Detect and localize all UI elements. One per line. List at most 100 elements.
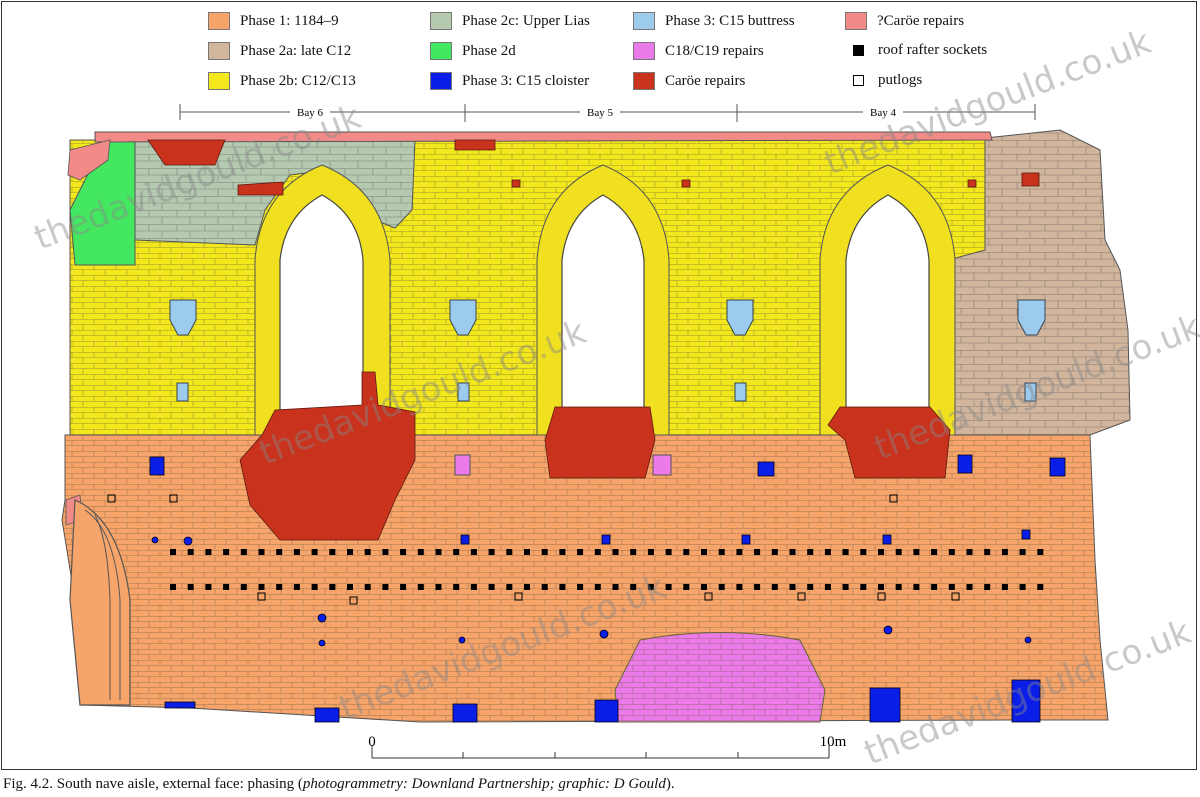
c18-c19-patch: [454, 454, 471, 476]
caroe-repairs: [147, 139, 1040, 541]
window-bay-4: [819, 164, 956, 436]
legend-item: roof rafter sockets: [848, 42, 987, 59]
cloister-block: [869, 687, 901, 723]
buttress-corbel-small: [176, 382, 189, 402]
legend-swatch: [853, 75, 864, 86]
putlog: [107, 494, 116, 503]
rafter-socket: [913, 549, 920, 555]
doorway-arch-mouldings: [84, 509, 121, 700]
cloister-block: [314, 707, 340, 723]
rafter-socket: [1037, 549, 1044, 555]
legend-item: Phase 3: C15 cloister: [430, 72, 589, 90]
putlog: [704, 592, 713, 601]
rafter-socket: [718, 549, 725, 555]
rafter-socket: [311, 549, 318, 555]
cloister-block: [452, 703, 478, 723]
rafter-socket: [488, 584, 495, 590]
rafter-socket: [647, 549, 654, 555]
caption-prefix: Fig. 4.2. South nave aisle, external fac…: [3, 776, 303, 792]
putlog: [889, 494, 898, 503]
rafter-socket: [382, 549, 389, 555]
rafter-socket: [984, 584, 991, 590]
rafter-socket: [240, 584, 247, 590]
rafter-socket: [665, 549, 672, 555]
legend-item: Phase 2c: Upper Lias: [430, 12, 590, 30]
bay-dimension-line: [179, 104, 1036, 122]
legend-label: ?Caröe repairs: [877, 12, 965, 29]
window-bay-6: [254, 164, 391, 436]
caroe-patch: [681, 179, 691, 188]
rafter-socket: [293, 584, 300, 590]
caroe-patch: [967, 179, 977, 188]
buttress-corbel-small: [734, 382, 747, 402]
phase2a-texture: [930, 130, 1130, 435]
legend-label: Phase 3: C15 buttress: [665, 12, 795, 29]
bay-label-gap: [863, 104, 903, 118]
caroe-patch-bay-4: [827, 406, 951, 479]
legend-label: C18/C19 repairs: [665, 42, 764, 59]
buttress-corbel-small: [1024, 382, 1037, 402]
rafter-socket: [435, 584, 442, 590]
rafter-socket: [453, 549, 460, 555]
rafter-socket: [559, 549, 566, 555]
rafter-socket: [541, 549, 548, 555]
rafter-socket: [842, 549, 849, 555]
rafter-socket: [524, 584, 530, 590]
rafter-socket: [807, 584, 814, 590]
legend-swatch: [853, 45, 864, 56]
rafter-socket: [612, 584, 619, 590]
cloister-spot: [599, 629, 609, 639]
bay-6-label: Bay 6: [297, 107, 323, 119]
cloister-spot: [151, 536, 159, 544]
legend-swatch: [208, 12, 230, 30]
legend-item: Phase 2a: late C12: [208, 42, 351, 60]
rafter-socket: [258, 549, 265, 555]
buttress-corbel: [1017, 299, 1046, 336]
rafter-socket: [1001, 549, 1008, 555]
rafter-socket: [824, 584, 831, 590]
rafter-socket: [170, 584, 176, 590]
bay-4-label: Bay 4: [870, 107, 896, 119]
rafter-socket: [771, 584, 778, 590]
legend-label: Phase 1: 1184–9: [240, 12, 339, 29]
rafter-socket: [948, 549, 955, 555]
rafter-socket: [878, 549, 884, 555]
rafter-socket: [594, 584, 601, 590]
legend-swatch: [633, 12, 655, 30]
putlog: [797, 592, 806, 601]
legend-item: Phase 3: C15 buttress: [633, 12, 795, 30]
rafter-socket: [506, 549, 513, 555]
rafter-socket: [170, 549, 176, 555]
rafter-socket: [860, 584, 867, 590]
scale-end-label: 10m: [820, 734, 847, 750]
legend-label: Caröe repairs: [665, 72, 746, 89]
rafter-socket: [771, 549, 778, 555]
rafter-sockets: [170, 549, 1044, 590]
rafter-socket: [1001, 584, 1008, 590]
cloister-block: [1049, 457, 1066, 477]
rafter-socket: [948, 584, 955, 590]
legend-label: Phase 2a: late C12: [240, 42, 352, 59]
coping-repairs: [94, 131, 993, 143]
putlogs: [107, 494, 960, 605]
rafter-socket: [630, 549, 637, 555]
legend-item: Phase 2b: C12/C13: [208, 72, 356, 90]
cloister-block: [164, 701, 196, 709]
caroe-patch: [237, 181, 284, 196]
legend-item: Caröe repairs: [633, 72, 745, 90]
rafter-socket: [364, 549, 371, 555]
cloister-block: [1021, 529, 1031, 540]
caroe-patch: [1021, 172, 1040, 187]
caroe-patch-bay-6: [239, 371, 416, 541]
rafter-socket: [577, 549, 584, 555]
rafter-socket: [966, 584, 973, 590]
rafter-socket: [293, 549, 300, 555]
rafter-socket: [913, 584, 920, 590]
rafter-socket: [470, 549, 477, 555]
legend-swatch: [845, 12, 867, 30]
cloister-block: [594, 699, 619, 723]
rafter-socket: [931, 584, 938, 590]
scale-start-label: 0: [368, 734, 376, 750]
cloister-block: [741, 534, 751, 545]
